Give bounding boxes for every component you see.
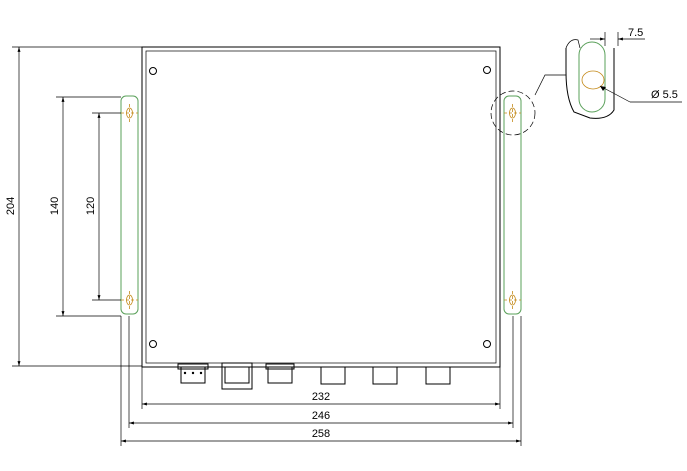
connectors (177, 362, 451, 390)
dim-label-120: 120 (85, 197, 97, 215)
detail-label-hole-diameter: Ø 5.5 (651, 89, 678, 101)
dim-label-246: 246 (312, 410, 330, 422)
dim-label-204: 204 (5, 197, 17, 215)
left-mounting-flange (120, 95, 139, 315)
dimension-height-overall: 204 (5, 46, 142, 367)
corner-screws (149, 66, 491, 348)
detail-view: 7.5 Ø 5.5 (565, 27, 682, 119)
dimension-hole-spacing-inner: 120 (85, 112, 121, 301)
enclosure-body (141, 46, 501, 368)
dimension-width-flange: 246 (129, 410, 513, 425)
detail-label-slot-width: 7.5 (628, 27, 643, 39)
dim-label-232: 232 (312, 391, 330, 403)
dimension-width-overall: 258 (121, 428, 521, 443)
right-mounting-flange (503, 95, 522, 315)
detail-callout-circle (490, 74, 566, 136)
dim-label-140: 140 (49, 197, 61, 215)
dimension-extension-lines (120, 316, 522, 446)
dim-label-258: 258 (312, 428, 330, 440)
dimension-width-body: 232 (142, 391, 500, 406)
dimension-hole-spacing-outer: 140 (49, 96, 121, 317)
